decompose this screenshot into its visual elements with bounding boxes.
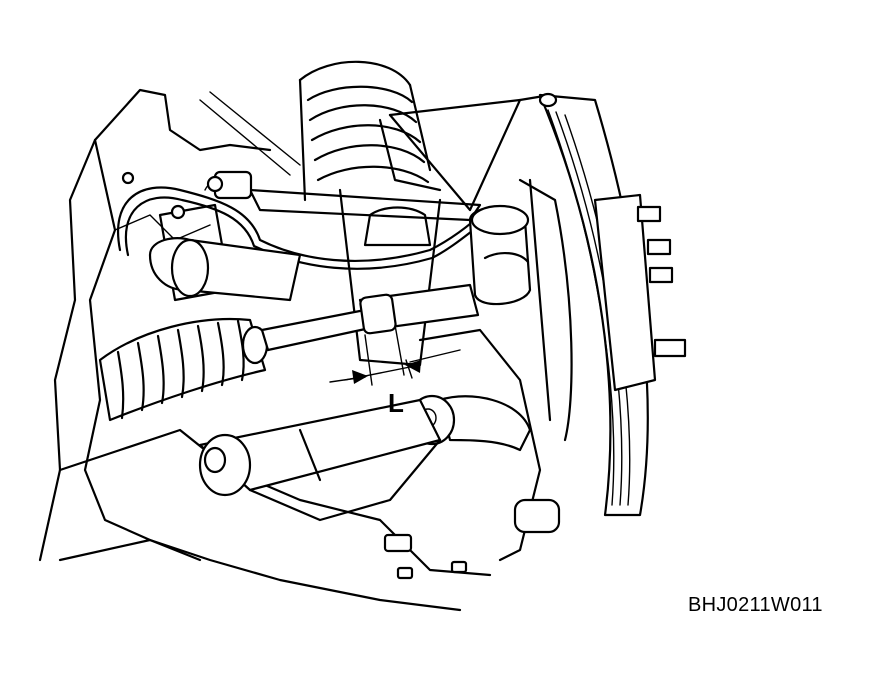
steering-rack-boot — [98, 317, 269, 422]
dimension-l — [329, 324, 461, 386]
steering-knuckle — [408, 328, 561, 562]
coil-spring — [298, 60, 442, 367]
tie-rod-end — [468, 204, 532, 306]
tie-rod — [260, 283, 480, 352]
stabilizer-bushing — [148, 203, 302, 302]
upper-control-arm — [204, 93, 552, 222]
dust-shield — [518, 178, 573, 442]
wheel-hub — [593, 193, 687, 392]
dimension-label-l: L — [388, 388, 404, 418]
lower-control-arm — [198, 398, 468, 580]
figure-reference-code: BHJ0211W011 — [688, 594, 823, 616]
brake-hose — [117, 170, 486, 270]
